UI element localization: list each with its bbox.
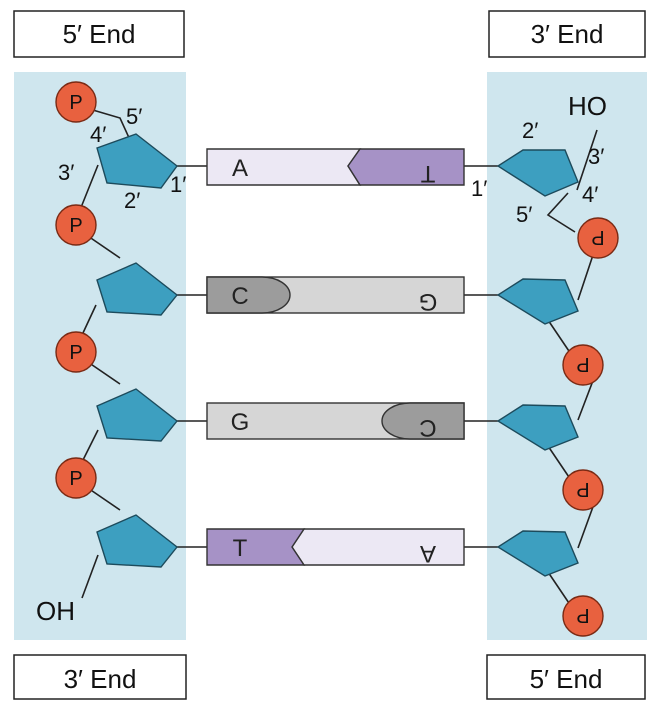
left-carbon-5: 5′ (126, 104, 142, 129)
base-pair-4-left-base (206, 528, 306, 566)
right-phosphate-1: P (577, 217, 619, 259)
base-pair-4-right-base (291, 528, 465, 566)
right-phosphate-3: P (562, 469, 604, 511)
base-pair-1: A T (206, 148, 465, 187)
left-phosphate-3: P (55, 331, 97, 373)
base-pair-3-right-letter: C (419, 414, 436, 441)
base-pair-1-right-base (347, 148, 465, 186)
bottom-left-end-label: 3′ End (13, 654, 187, 700)
base-pair-4: T A (206, 528, 465, 567)
right-phosphate-2-label: P (576, 353, 589, 375)
bottom-right-end-text: 5′ End (530, 664, 603, 694)
left-sugar-4 (96, 514, 178, 568)
right-carbon-1: 1′ (471, 176, 487, 201)
left-sugar-1 (96, 133, 178, 189)
base-pair-1-left-base (206, 148, 362, 186)
left-phosphate-4: P (55, 457, 97, 499)
base-pair-1-right-letter: T (420, 160, 435, 187)
left-sugar-3 (96, 388, 178, 442)
left-terminal-oh: OH (36, 596, 75, 626)
right-carbon-labels: 2′ 3′ 4′ 5′ 1′ (471, 118, 604, 227)
base-pair-1-left-letter: A (232, 155, 248, 182)
left-phosphate-1: P (55, 81, 97, 123)
base-pair-2-left-base (206, 276, 291, 314)
left-carbon-2: 2′ (124, 188, 140, 213)
left-carbon-3: 3′ (58, 160, 74, 185)
right-sugar-2 (496, 278, 579, 325)
right-sugar-4 (496, 530, 579, 577)
base-pair-3-left-letter: G (231, 409, 250, 436)
left-carbon-labels: 5′ 4′ 3′ 2′ 1′ (58, 104, 186, 213)
right-phosphates: P P P P (562, 217, 619, 637)
right-sugar-1 (496, 149, 579, 197)
right-carbon-3: 3′ (588, 144, 604, 169)
left-carbon-1: 1′ (170, 172, 186, 197)
left-carbon-4: 4′ (90, 122, 106, 147)
left-sugar-2 (96, 262, 178, 316)
right-phosphate-3-label: P (576, 478, 589, 500)
right-sugar-3 (496, 404, 579, 451)
right-phosphate-4: P (562, 595, 604, 637)
left-sugars (96, 133, 178, 568)
top-left-end-label: 5′ End (13, 10, 185, 58)
left-phosphate-2-label: P (69, 215, 82, 237)
top-left-end-text: 5′ End (63, 19, 136, 49)
base-pair-4-right-letter: A (420, 540, 436, 567)
base-pair-3-right-base (381, 402, 465, 440)
left-phosphate-2: P (55, 204, 97, 246)
right-carbon-2: 2′ (522, 118, 538, 143)
base-pair-3: G C (206, 402, 465, 441)
right-carbon-4: 4′ (582, 182, 598, 207)
left-phosphate-4-label: P (69, 468, 82, 490)
top-right-end-text: 3′ End (531, 19, 604, 49)
top-right-end-label: 3′ End (488, 10, 646, 58)
base-pair-2-right-letter: G (419, 288, 438, 315)
left-phosphate-1-label: P (69, 92, 82, 114)
right-phosphate-2: P (562, 344, 604, 386)
bottom-left-end-text: 3′ End (64, 664, 137, 694)
right-phosphate-1-label: P (591, 226, 604, 248)
right-sugars (496, 149, 579, 577)
bottom-right-end-label: 5′ End (486, 654, 646, 700)
right-carbon-5: 5′ (516, 202, 532, 227)
left-phosphates: P P P P (55, 81, 97, 499)
base-pair-4-left-letter: T (233, 535, 248, 562)
base-pair-2: C G (206, 276, 465, 315)
right-phosphate-4-label: P (576, 604, 589, 626)
left-phosphate-3-label: P (69, 342, 82, 364)
base-pair-2-left-letter: C (231, 283, 248, 310)
right-terminal-ho: HO (568, 91, 607, 121)
glycosidic-bonds (176, 165, 498, 548)
